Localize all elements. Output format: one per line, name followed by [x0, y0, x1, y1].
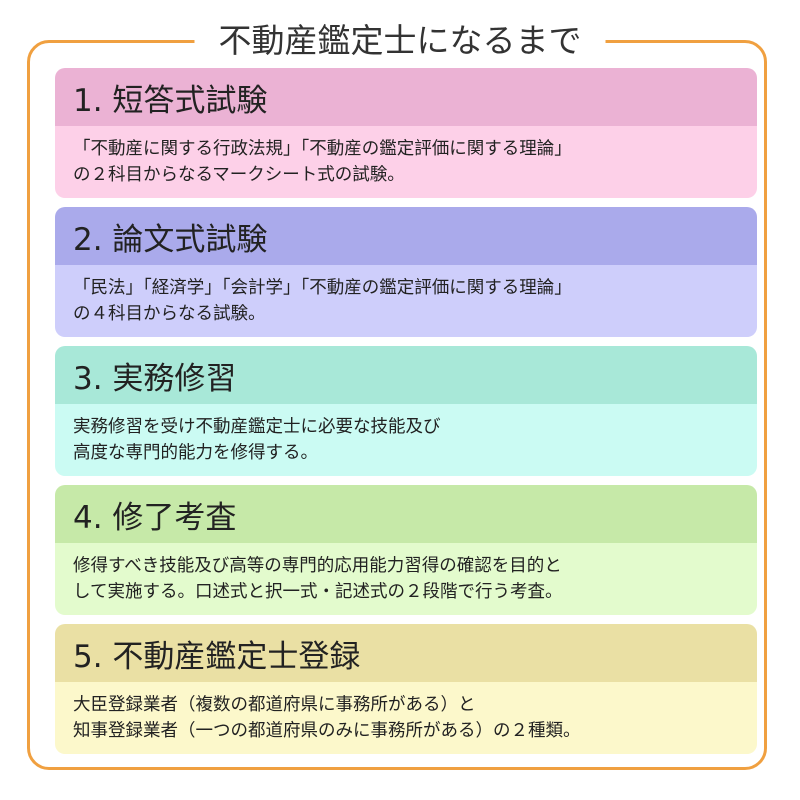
step-card-3: 3. 実務修習 実務修習を受け不動産鑑定士に必要な技能及び 高度な専門的能力を修…	[55, 346, 757, 476]
step-heading-5: 5. 不動産鑑定士登録	[55, 624, 757, 682]
step-card-5: 5. 不動産鑑定士登録 大臣登録業者（複数の都道府県に事務所がある）と 知事登録…	[55, 624, 757, 754]
step-line: の２科目からなるマークシート式の試験。	[73, 165, 405, 185]
step-description-5: 大臣登録業者（複数の都道府県に事務所がある）と 知事登録業者（一つの都道府県のみ…	[55, 682, 757, 754]
page-title: 不動産鑑定士になるまで	[194, 20, 606, 62]
step-line: 高度な専門的能力を修得する。	[73, 443, 318, 463]
step-description-4: 修得すべき技能及び高等の専門的応用能力習得の確認を目的と して実施する。口述式と…	[55, 543, 757, 615]
step-description-2: 「民法」「経済学」「会計学」「不動産の鑑定評価に関する理論」 の４科目からなる試…	[55, 265, 757, 337]
step-description-1: 「不動産に関する行政法規」「不動産の鑑定評価に関する理論」 の２科目からなるマー…	[55, 126, 757, 198]
step-line: 「不動産に関する行政法規」「不動産の鑑定評価に関する理論」	[73, 139, 572, 159]
step-line: 知事登録業者（一つの都道府県のみに事務所がある）の２種類。	[73, 721, 581, 741]
step-card-1: 1. 短答式試験 「不動産に関する行政法規」「不動産の鑑定評価に関する理論」 の…	[55, 68, 757, 198]
step-heading-4: 4. 修了考査	[55, 485, 757, 543]
step-card-2: 2. 論文式試験 「民法」「経済学」「会計学」「不動産の鑑定評価に関する理論」 …	[55, 207, 757, 337]
step-line: して実施する。口述式と択一式・記述式の２段階で行う考査。	[73, 582, 563, 602]
step-card-4: 4. 修了考査 修得すべき技能及び高等の専門的応用能力習得の確認を目的と して実…	[55, 485, 757, 615]
step-heading-1: 1. 短答式試験	[55, 68, 757, 126]
step-description-3: 実務修習を受け不動産鑑定士に必要な技能及び 高度な専門的能力を修得する。	[55, 404, 757, 476]
step-line: 実務修習を受け不動産鑑定士に必要な技能及び	[73, 417, 441, 437]
step-line: 大臣登録業者（複数の都道府県に事務所がある）と	[73, 695, 476, 715]
step-heading-2: 2. 論文式試験	[55, 207, 757, 265]
step-line: 修得すべき技能及び高等の専門的応用能力習得の確認を目的と	[73, 556, 562, 576]
step-line: の４科目からなる試験。	[73, 304, 266, 324]
step-line: 「民法」「経済学」「会計学」「不動産の鑑定評価に関する理論」	[73, 278, 572, 298]
step-heading-3: 3. 実務修習	[55, 346, 757, 404]
